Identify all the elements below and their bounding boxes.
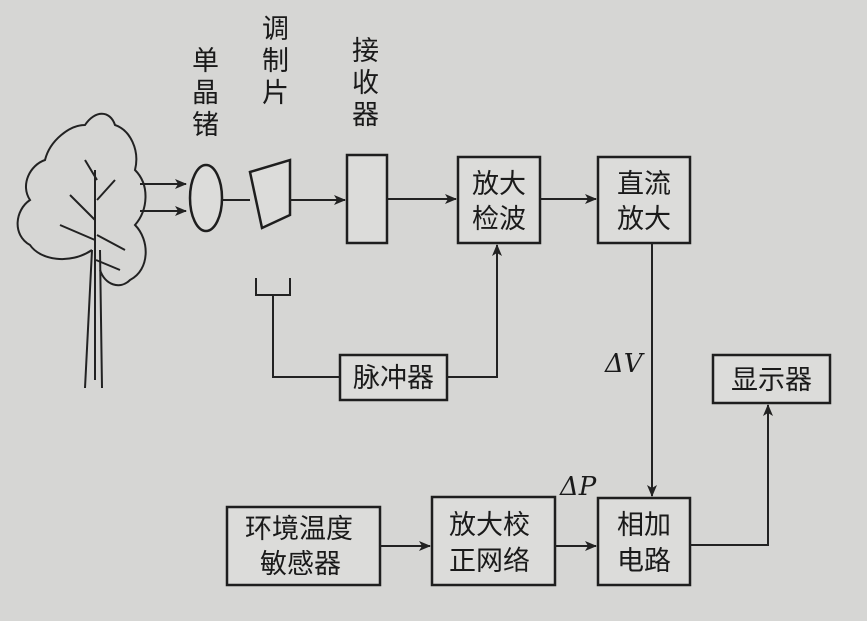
dc-amp-label-1: 直流 bbox=[617, 169, 671, 200]
dc-amp-label-2: 放大 bbox=[617, 204, 671, 235]
germanium-label-1: 单 bbox=[192, 46, 219, 77]
motor-to-pulser-line bbox=[272, 295, 340, 378]
tree-icon bbox=[16, 112, 147, 389]
adder-label-2: 电路 bbox=[617, 546, 671, 577]
amp-correction-label-1: 放大校 bbox=[449, 510, 530, 541]
germanium-lens bbox=[188, 163, 224, 233]
germanium-label-2: 晶 bbox=[192, 78, 219, 109]
pulser-to-detect-arrow bbox=[447, 244, 502, 378]
dc-amp-box bbox=[596, 155, 692, 245]
delta-v-label: ΔV bbox=[604, 349, 645, 379]
env-sensor-label-2: 敏感器 bbox=[260, 549, 341, 580]
adder-box bbox=[596, 496, 692, 587]
modulator-label-1: 调 bbox=[262, 14, 289, 45]
amp-correction-label-2: 正网络 bbox=[449, 546, 530, 577]
env-sensor-label-1: 环境温度 bbox=[245, 514, 353, 545]
modulator-plate bbox=[248, 158, 292, 230]
germanium-label-3: 锗 bbox=[192, 110, 219, 141]
delta-p-label: ΔP bbox=[559, 472, 597, 502]
receiver-label-1: 接 bbox=[352, 36, 379, 67]
pulser-label: 脉冲器 bbox=[353, 363, 434, 394]
display-box bbox=[711, 353, 832, 405]
display-label: 显示器 bbox=[731, 365, 812, 396]
amp-correction-box bbox=[430, 495, 557, 587]
env-sensor-box bbox=[225, 505, 382, 587]
receiver-label-3: 器 bbox=[352, 100, 379, 131]
receiver-label-2: 收 bbox=[352, 68, 379, 99]
amp-detect-label-2: 检波 bbox=[472, 204, 526, 235]
adder-to-display-arrow bbox=[690, 404, 773, 546]
modulator-label-3: 片 bbox=[262, 78, 289, 109]
amp-detect-label-1: 放大 bbox=[472, 169, 526, 200]
modulator-motor bbox=[255, 278, 291, 296]
receiver-box bbox=[345, 153, 389, 245]
adder-label-1: 相加 bbox=[617, 510, 671, 541]
modulator-label-2: 制 bbox=[262, 46, 289, 77]
